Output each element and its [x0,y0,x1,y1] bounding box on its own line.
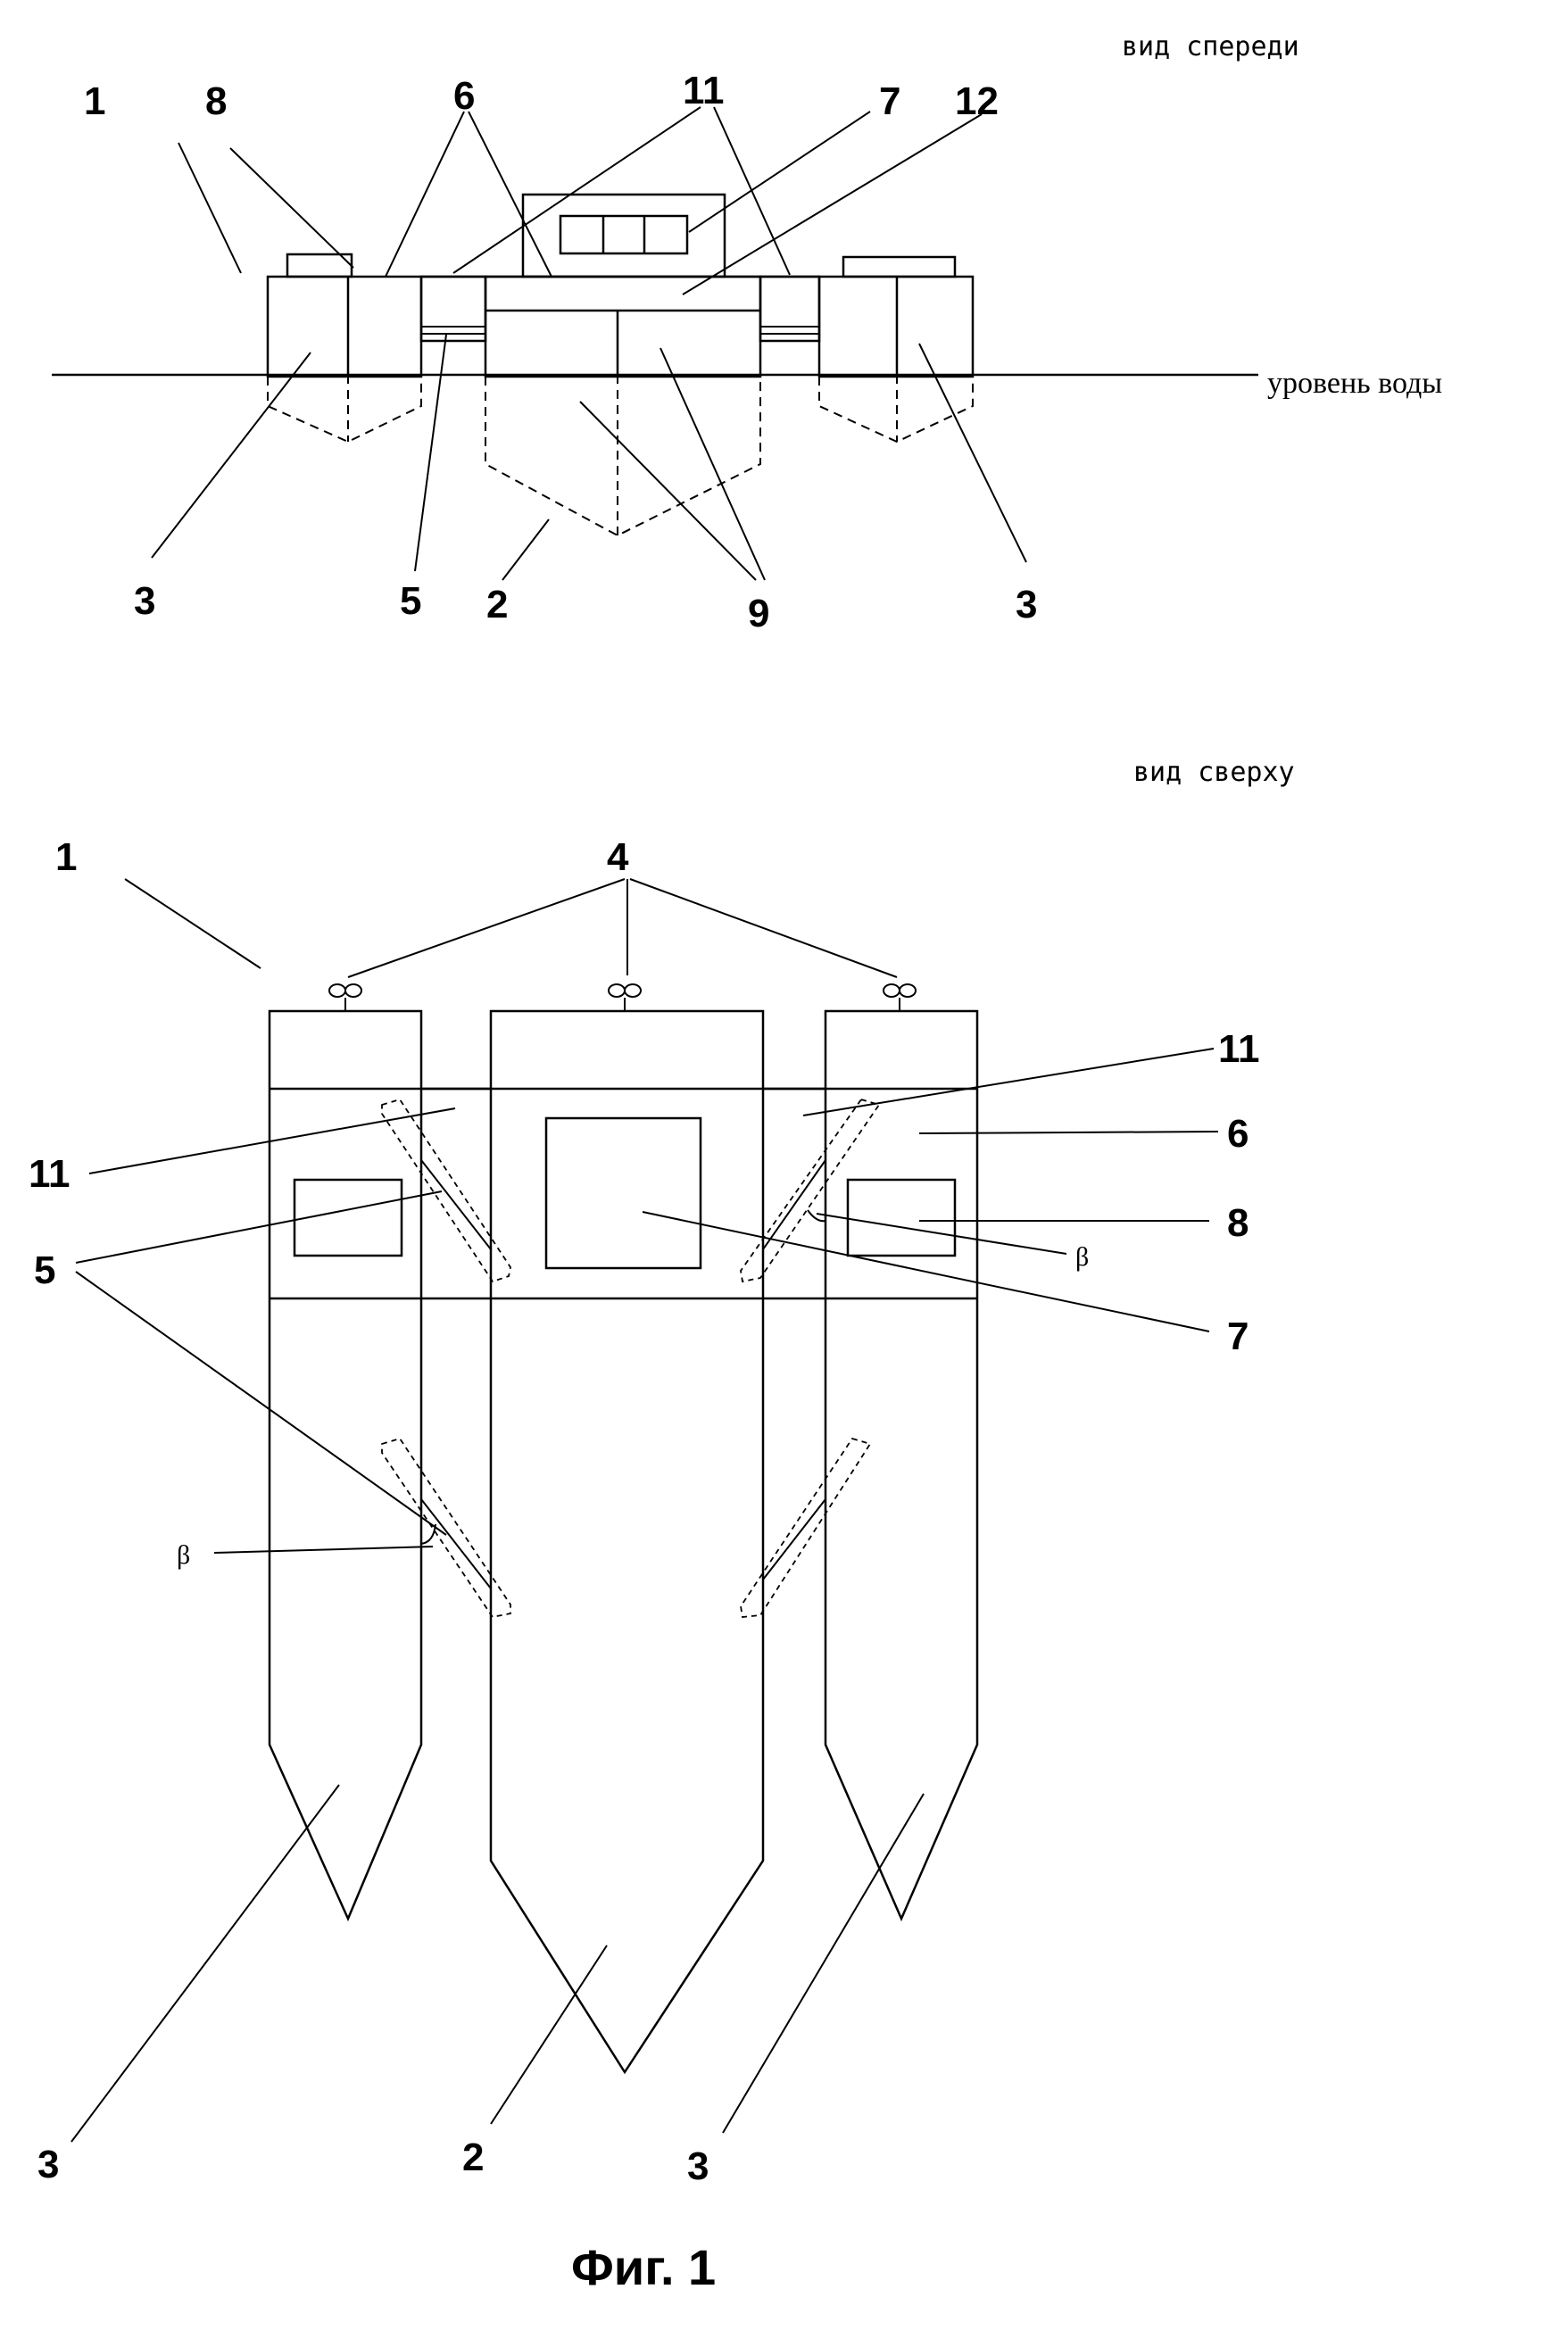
front-label-3-right: 3 [1016,583,1037,626]
front-view-caption: вид спереди [1122,31,1299,62]
right-outrigger-front [819,277,973,442]
front-view: вид спереди уровень воды [52,31,1442,635]
top-leader-lines [71,879,1218,2142]
right-outrigger-top [825,1011,977,1919]
front-label-3-left: 3 [134,579,155,623]
strut-rear-right [741,1439,870,1617]
top-label-5: 5 [34,1248,55,1292]
top-label-3-right: 3 [687,2144,709,2188]
front-label-2: 2 [486,583,508,626]
propeller-icon-left [329,984,361,1011]
front-label-5: 5 [400,579,421,623]
front-label-8: 8 [205,79,227,123]
front-label-7: 7 [879,79,900,123]
top-label-8: 8 [1227,1201,1249,1245]
top-label-7: 7 [1227,1315,1249,1358]
propeller-icon-center [609,984,641,1011]
figure-title: Фиг. 1 [571,2239,716,2295]
front-label-9: 9 [748,592,769,635]
top-label-beta-left: β [177,1540,190,1570]
front-leader-lines [152,107,1026,580]
right-equipment-front [843,257,955,277]
cabin-top [546,1118,701,1268]
propeller-icon-right [884,984,916,1011]
top-label-11-right: 11 [1218,1027,1260,1071]
left-outrigger-top [270,1011,421,1919]
left-outrigger-front [268,277,421,442]
top-label-2: 2 [462,2136,484,2179]
beta-arc-left [421,1524,436,1544]
top-view: вид сверху [29,757,1295,2188]
main-hull-top [491,1011,763,2072]
top-label-3-left: 3 [37,2143,59,2186]
top-label-1: 1 [55,835,77,879]
strut-front-right [741,1099,879,1281]
front-label-6: 6 [453,74,475,118]
top-label-4: 4 [607,835,629,879]
top-view-caption: вид сверху [1133,757,1295,788]
top-label-beta-right: β [1075,1242,1089,1272]
top-label-11-left: 11 [29,1152,71,1196]
water-level-label: уровень воды [1267,367,1442,400]
front-label-1: 1 [84,79,105,123]
front-label-11: 11 [683,69,725,112]
right-equipment-top [848,1180,955,1256]
front-label-12: 12 [955,79,999,123]
top-label-6: 6 [1227,1112,1249,1156]
main-hull-front [485,277,760,535]
